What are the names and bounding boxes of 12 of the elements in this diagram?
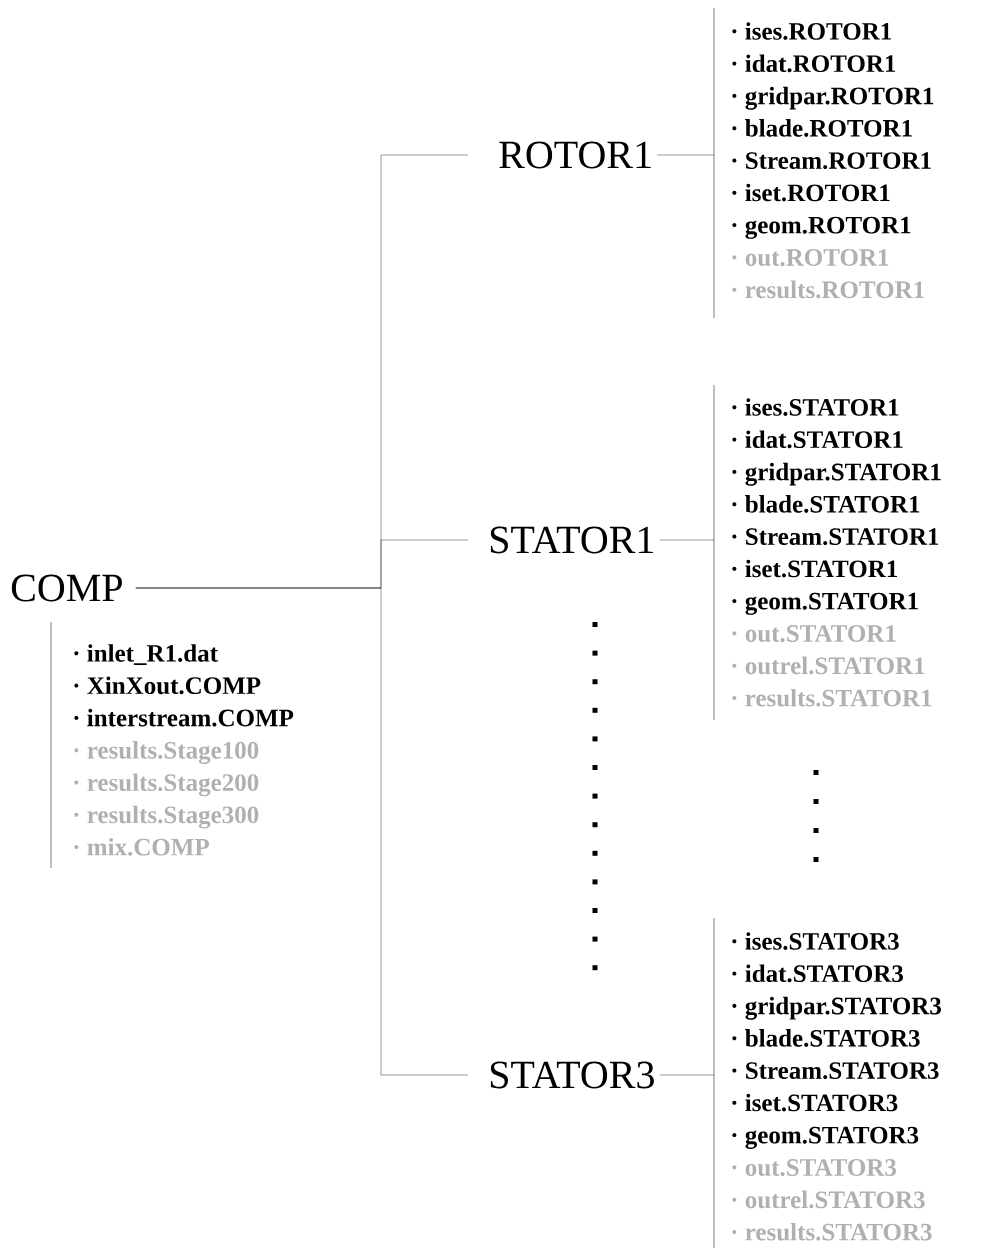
stage-label: COMP [11, 574, 122, 602]
stage-label: STATOR3 [490, 1061, 654, 1089]
connector-line [659, 1074, 715, 1076]
file-list: · ises.STATOR1 · idat.STATOR1 · gridpar.STATOR1 · blade.STATOR1 · Stream.STATOR1 · iset.STATOR1 · geom.STATOR1 · out.STATOR1 · outrel.STATOR1 · results.STATOR1 [713, 384, 941, 721]
stage-label: ROTOR1 [499, 141, 651, 169]
file-list: · inlet_R1.dat · XinXout.COMP · interstream.COMP · results.Stage100 · results.Stage200 · results.Stage300 · mix.COMP [50, 621, 294, 869]
connector-line [135, 587, 469, 1076]
connector-line [659, 539, 715, 541]
file-list: · ises.ROTOR1 · idat.ROTOR1 · gridpar.ROTOR1 · blade.ROTOR1 · Stream.ROTOR1 · iset.ROTOR1 · geom.ROTOR1 · out.ROTOR1 · results.ROTOR1 [713, 7, 934, 319]
connector-line [657, 154, 715, 156]
stage-label: STATOR1 [490, 526, 654, 554]
file-list: · ises.STATOR3 · idat.STATOR3 · gridpar.STATOR3 · blade.STATOR3 · Stream.STATOR3 · iset.STATOR3 · geom.STATOR3 · out.STATOR3 · outrel.STATOR3 · results.STATOR3 [713, 917, 941, 1249]
